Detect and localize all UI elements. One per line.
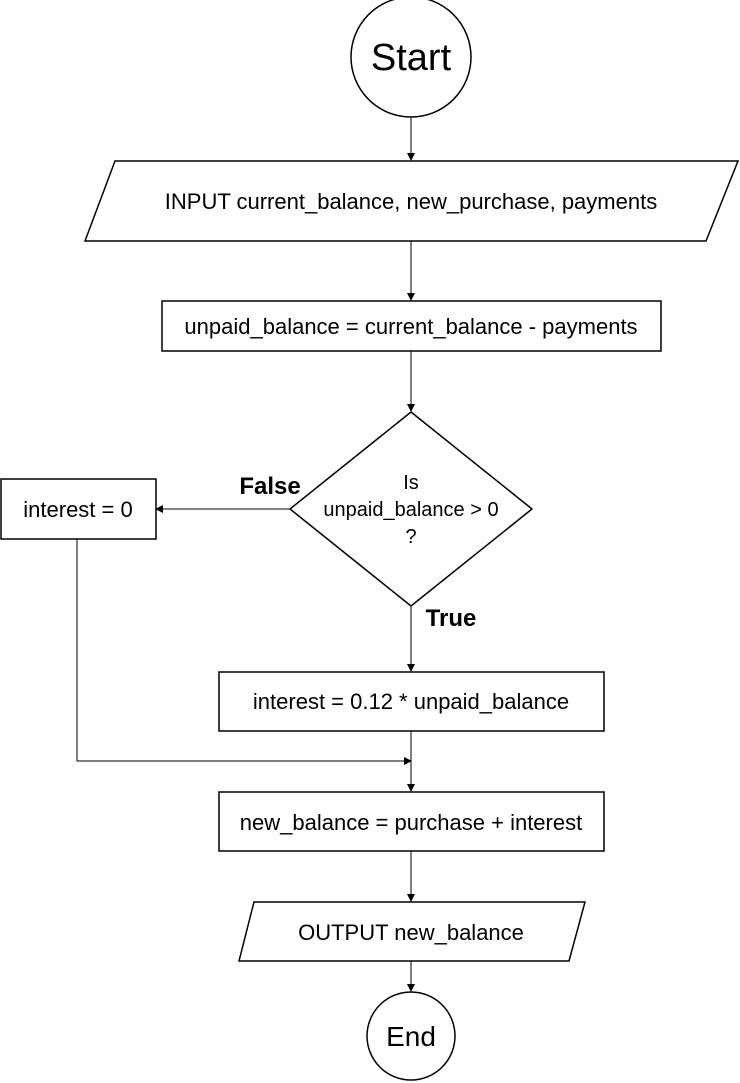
interest-zero-node: interest = 0	[0, 478, 157, 540]
edge-false-branch	[155, 505, 290, 513]
edge-true-branch	[407, 606, 415, 672]
edge-new-balance-to-output	[407, 851, 415, 902]
output-node: OUTPUT new_balance	[238, 901, 586, 962]
start-node: Start	[350, 0, 472, 118]
edge-interest-calc-to-new-balance	[407, 731, 415, 792]
input-node: INPUT current_balance, new_purchase, pay…	[83, 160, 740, 242]
edge-input-to-unpaid	[407, 241, 415, 301]
true-label: True	[426, 605, 477, 632]
edge-output-to-end	[407, 961, 415, 992]
interest-calc-node: interest = 0.12 * unpaid_balance	[218, 671, 605, 732]
interest-calc-label: interest = 0.12 * unpaid_balance	[253, 689, 569, 714]
edge-start-to-input	[407, 113, 415, 161]
input-label: INPUT current_balance, new_purchase, pay…	[165, 189, 657, 214]
unpaid-balance-node: unpaid_balance = current_balance - payme…	[161, 300, 662, 352]
edge-interest-zero-merge	[76, 539, 412, 765]
new-balance-node: new_balance = purchase + interest	[218, 791, 605, 852]
decision-line-3: ?	[405, 526, 416, 548]
decision-line-2: unpaid_balance > 0	[323, 499, 498, 521]
start-label: Start	[371, 37, 452, 79]
false-label: False	[239, 473, 300, 500]
end-node: End	[366, 991, 456, 1081]
edge-unpaid-to-decision	[407, 351, 415, 412]
unpaid-balance-label: unpaid_balance = current_balance - payme…	[184, 314, 637, 339]
decision-node: Is unpaid_balance > 0 ?	[288, 411, 534, 607]
output-label: OUTPUT new_balance	[298, 920, 524, 945]
interest-zero-label: interest = 0	[23, 497, 132, 522]
new-balance-label: new_balance = purchase + interest	[240, 810, 582, 835]
end-label: End	[386, 1021, 436, 1052]
decision-line-1: Is	[403, 472, 419, 494]
